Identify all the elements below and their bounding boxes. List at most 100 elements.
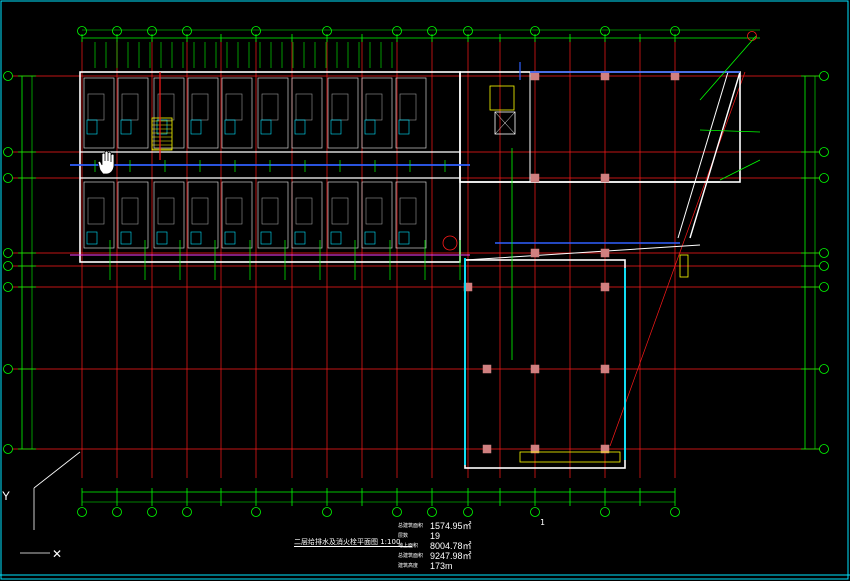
bathroom-fixture [86,231,98,245]
section-mark: 1 [540,518,545,527]
bathroom-fixture [294,231,306,245]
grid-bubble [112,26,122,36]
bathroom-fixture [294,119,306,135]
pipes [70,35,761,465]
drawing-title-underline [294,546,412,547]
bathroom-fixture [398,119,410,135]
grid-bubble [3,173,13,183]
grid-bubble [77,26,87,36]
column [463,282,473,292]
room-upper [327,77,359,149]
room-lower [187,181,219,249]
grid-bubble [3,282,13,292]
stat-value: 8004.78㎡ [430,541,472,551]
grid-bubble [3,71,13,81]
grid-bubble [3,248,13,258]
bed [295,93,313,121]
bed [225,197,243,225]
grid-bubble [112,507,122,517]
leader-line [699,35,757,101]
bed [191,93,209,121]
grid-bubble [3,364,13,374]
bed [365,93,383,121]
room-lower [361,181,393,249]
grid-bubble [77,507,87,517]
room-lower [291,181,323,249]
bed [121,197,139,225]
column [600,71,610,81]
stat-label: 总建筑面积 [398,523,424,529]
room-lower [221,181,253,249]
room-lower [83,181,115,249]
grid-bubble [3,444,13,454]
stat-label: 建筑高度 [398,563,419,569]
room-lower [153,181,185,249]
stair-north [489,85,515,111]
grid-bubble [819,444,829,454]
bathroom-fixture [190,231,202,245]
grid-bubble [463,26,473,36]
grid-bubble [251,26,261,36]
grid-bubble [819,364,829,374]
bed [399,197,417,225]
bathroom-fixture [120,231,132,245]
column [482,364,492,374]
grid-bubble [819,173,829,183]
room-lower [395,181,427,249]
bathroom-fixture [190,119,202,135]
hand-cursor-icon [97,150,115,175]
bed [157,197,175,225]
bathroom-fixture [156,119,168,135]
elevator-cross [494,111,516,135]
bathroom-fixture [86,119,98,135]
room-upper [187,77,219,149]
room-upper [153,77,185,149]
grid-bubble [670,26,680,36]
grid-bubble [819,261,829,271]
bathroom-fixture [224,231,236,245]
bed [225,93,243,121]
wall-diagonal-inner [677,71,729,239]
stat-label: 层数 [398,533,409,539]
bathroom-fixture [120,119,132,135]
grid-bubble [530,26,540,36]
grid-bubble [670,507,680,517]
column [530,173,540,183]
stat-row: 总建筑面积 1574.95㎡ [398,521,472,531]
stat-label: 地上面积 [398,543,419,549]
bed [87,197,105,225]
column [530,444,540,454]
grid-bubble [3,147,13,157]
grid-bubble [819,147,829,157]
column [600,173,610,183]
grid-bubble [819,248,829,258]
room-upper [221,77,253,149]
room-lower [327,181,359,249]
walls [79,71,741,469]
grid-bubble [251,507,261,517]
grid-bubble [427,507,437,517]
grid-bubble [182,26,192,36]
elevator [494,111,516,135]
grid-bubble [463,507,473,517]
room-upper [291,77,323,149]
stat-value: 9247.98㎡ [430,551,472,561]
column [670,71,680,81]
stat-value: 1574.95㎡ [430,521,472,531]
building-block-north [459,71,741,183]
column [600,248,610,258]
stat-row: 地上面积 8004.78㎡ [398,541,472,551]
column [600,444,610,454]
grid-bubble [3,261,13,271]
wall [464,244,701,261]
grid-bubble [819,282,829,292]
room-lower [257,181,289,249]
grid-bubble [600,507,610,517]
bathroom-fixture [260,119,272,135]
